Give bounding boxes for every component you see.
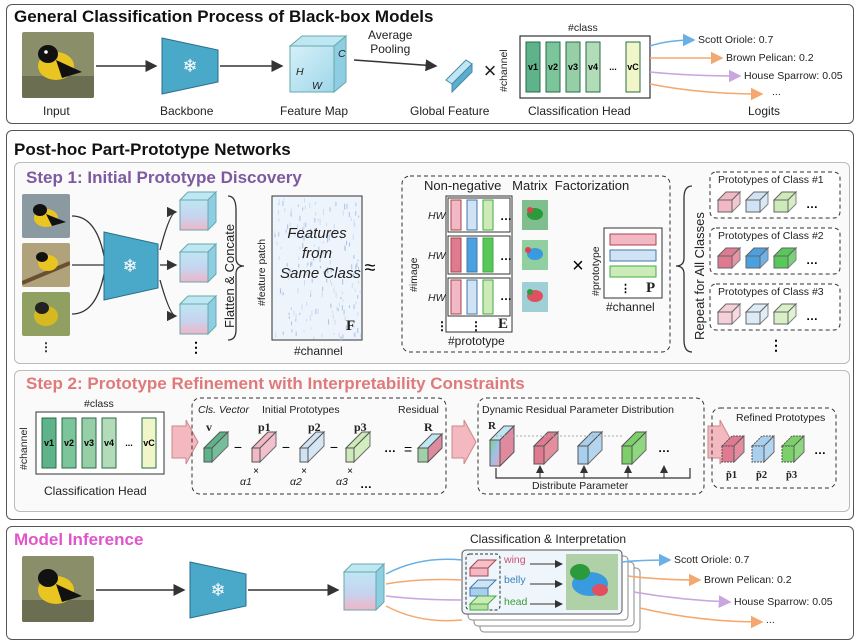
part-head: head (504, 596, 527, 608)
cls-interp-label: Classification & Interpretation (470, 532, 626, 546)
part-wing: wing (504, 554, 526, 566)
bottom-output-0: Scott Oriole: 0.7 (674, 554, 749, 566)
part-belly: belly (504, 574, 526, 586)
inference-cube (344, 564, 384, 610)
bottom-output-2: House Sparrow: 0.05 (734, 596, 833, 608)
snowflake-icon: ❄ (210, 580, 225, 600)
bottom-output-3: ... (766, 614, 775, 626)
bottom-output-1: Brown Pelican: 0.2 (704, 574, 792, 586)
interpretation-image (566, 554, 618, 610)
